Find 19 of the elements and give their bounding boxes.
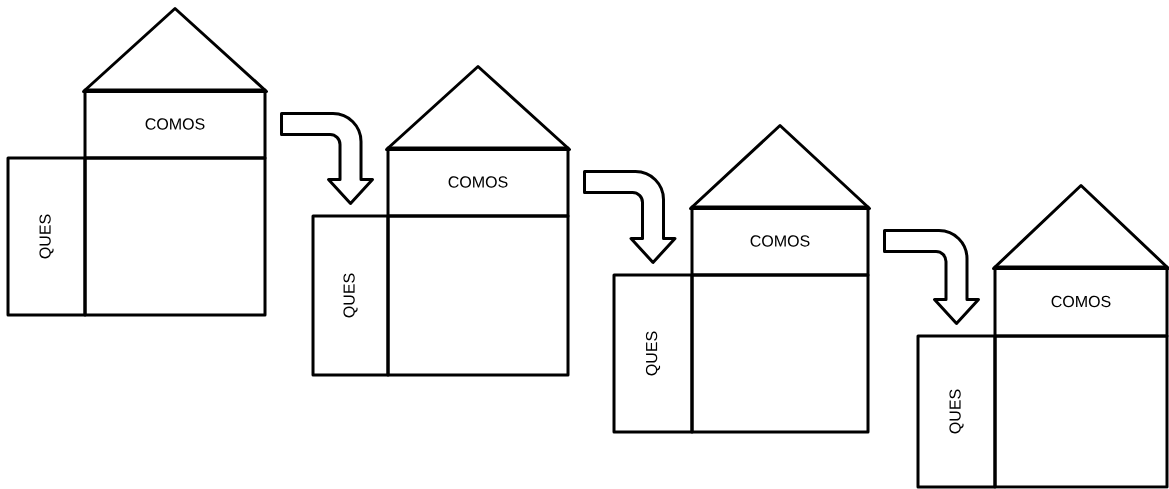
bent-arrow: [883, 229, 980, 325]
label-box: COMOS: [690, 205, 870, 277]
label-box: COMOS: [386, 146, 570, 218]
vertical-label-box: QUES: [612, 273, 694, 434]
label-box: COMOS: [83, 88, 267, 160]
roof-triangle: [689, 124, 871, 210]
roof-triangle: [82, 7, 268, 93]
matrix-box: [993, 334, 1169, 489]
bent-arrow: [280, 112, 374, 205]
matrix-box: [386, 214, 570, 377]
vertical-label-box: QUES: [916, 334, 997, 489]
matrix-box: [690, 273, 870, 434]
label-box: COMOS: [993, 265, 1169, 338]
vertical-label-box: QUES: [311, 214, 390, 377]
roof-triangle: [992, 184, 1169, 270]
bent-arrow: [583, 170, 677, 264]
roof-triangle: [385, 65, 571, 151]
matrix-box: [83, 156, 267, 317]
vertical-label-box: QUES: [6, 156, 87, 317]
